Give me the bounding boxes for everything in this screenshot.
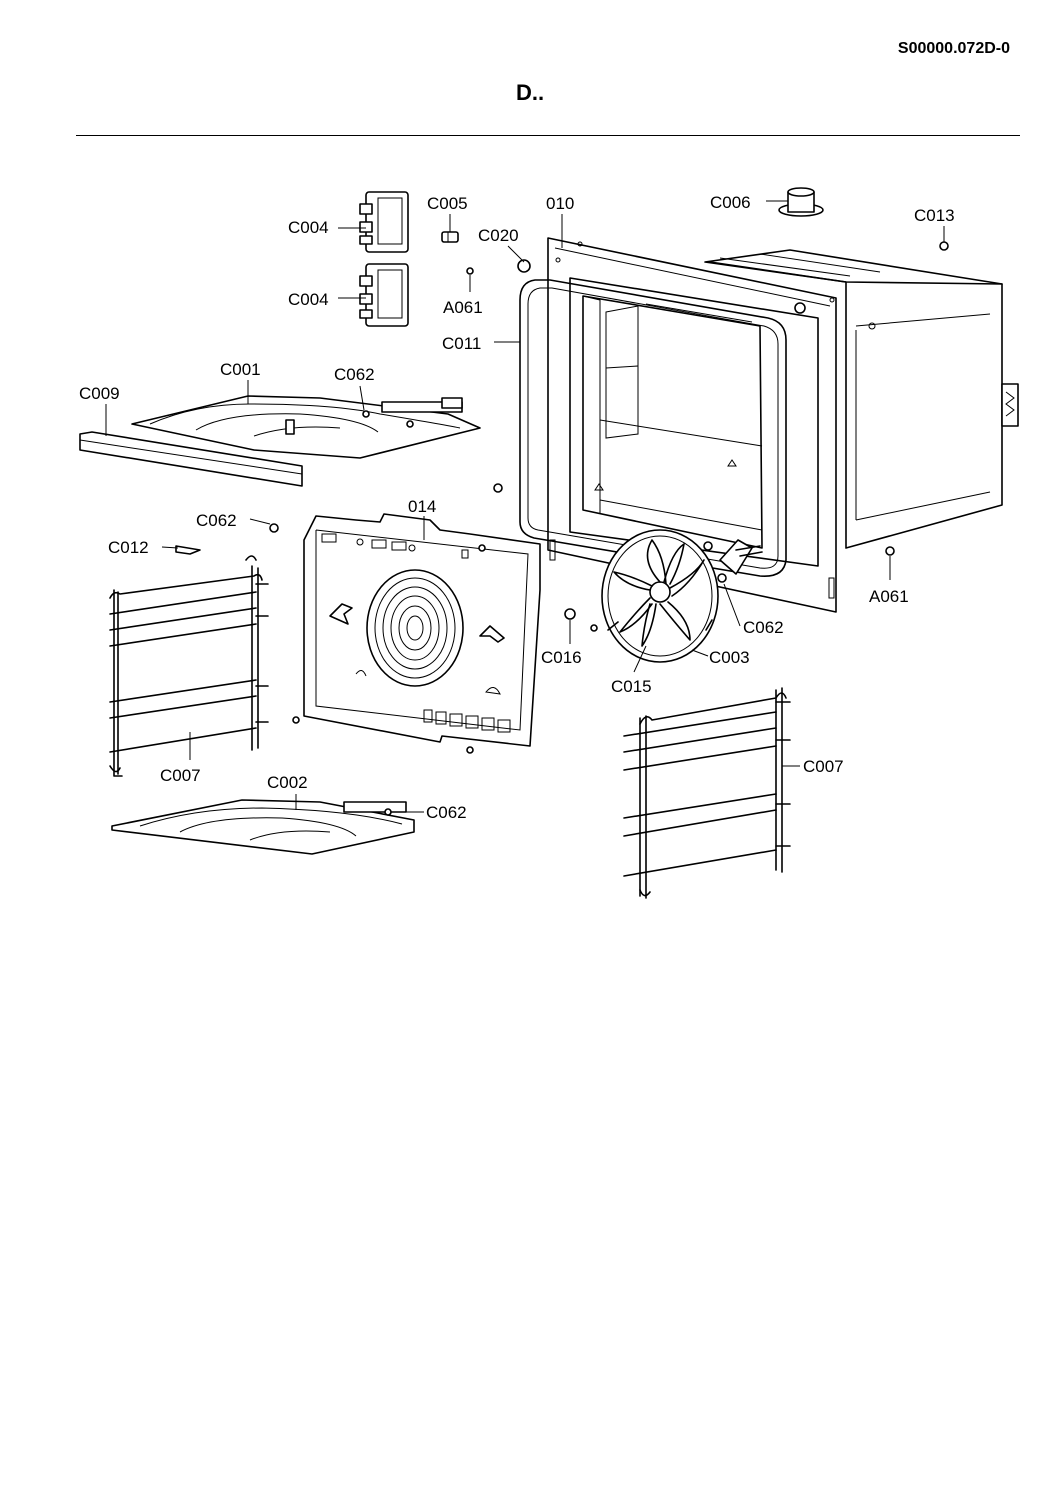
c012-clip-part (175, 545, 201, 555)
callout-c002: C002 (267, 773, 308, 792)
callout-c007-right: C007 (803, 757, 844, 776)
c020-grommet-part (517, 259, 531, 273)
callout-c012: C012 (108, 538, 149, 557)
callout-c013: C013 (914, 206, 955, 225)
callout-c007-left: C007 (160, 766, 201, 785)
leader-lines (105, 200, 945, 813)
c005-clip-part (441, 231, 459, 243)
a061-screw-right (885, 546, 895, 556)
callout-c004-bottom: C004 (288, 290, 329, 309)
callout-c062-fan: C062 (743, 618, 784, 637)
callout-c009: C009 (79, 384, 120, 403)
callout-c003: C003 (709, 648, 750, 667)
c013-screw-part (939, 241, 949, 251)
callout-a061-right: A061 (869, 587, 909, 606)
callout-c020: C020 (478, 226, 519, 245)
a061-screw-top (466, 267, 474, 275)
page-title: D.. (515, 80, 545, 105)
callout-c001: C001 (220, 360, 261, 379)
callout-c005: C005 (427, 194, 468, 213)
callout-c015: C015 (611, 677, 652, 696)
lamp-cover-top-part (359, 191, 409, 253)
callout-labels: C004 C004 C005 C020 A061 010 C006 C013 C… (79, 193, 955, 822)
callout-c004-top: C004 (288, 218, 329, 237)
fan-assembly-part (601, 529, 719, 663)
lamp-cover-bottom-part (359, 263, 409, 327)
callout-a061-top: A061 (443, 298, 483, 317)
door-seal-part (519, 279, 787, 577)
c016-fastener (564, 608, 576, 620)
small-screw (590, 624, 598, 632)
bottom-heating-element-part (111, 799, 415, 855)
header-rule (76, 135, 1020, 136)
top-heating-element-part (131, 395, 481, 459)
document-code: S00000.072D-0 (897, 40, 1010, 57)
heater-screw (406, 420, 414, 428)
callout-c062-top: C062 (334, 365, 375, 384)
c062-screw-left (269, 523, 279, 533)
right-shelf-rack-part (623, 687, 791, 899)
callout-c062-bottom: C062 (426, 803, 467, 822)
heater-trim-bar-part (79, 431, 303, 487)
callout-c006: C006 (710, 193, 751, 212)
callout-c016: C016 (541, 648, 582, 667)
fan-heating-element-connector (717, 539, 763, 583)
left-shelf-rack-part (109, 555, 269, 777)
oven-cavity-part (547, 237, 1019, 613)
panel-screw (292, 716, 300, 724)
cavity-screw (493, 483, 503, 493)
panel-screw (466, 746, 474, 754)
c006-vent-part (778, 187, 824, 217)
callout-c062-left: C062 (196, 511, 237, 530)
callout-014: 014 (408, 497, 436, 516)
callout-c011: C011 (442, 334, 481, 353)
back-panel-part (303, 513, 541, 747)
callout-010: 010 (546, 194, 574, 213)
